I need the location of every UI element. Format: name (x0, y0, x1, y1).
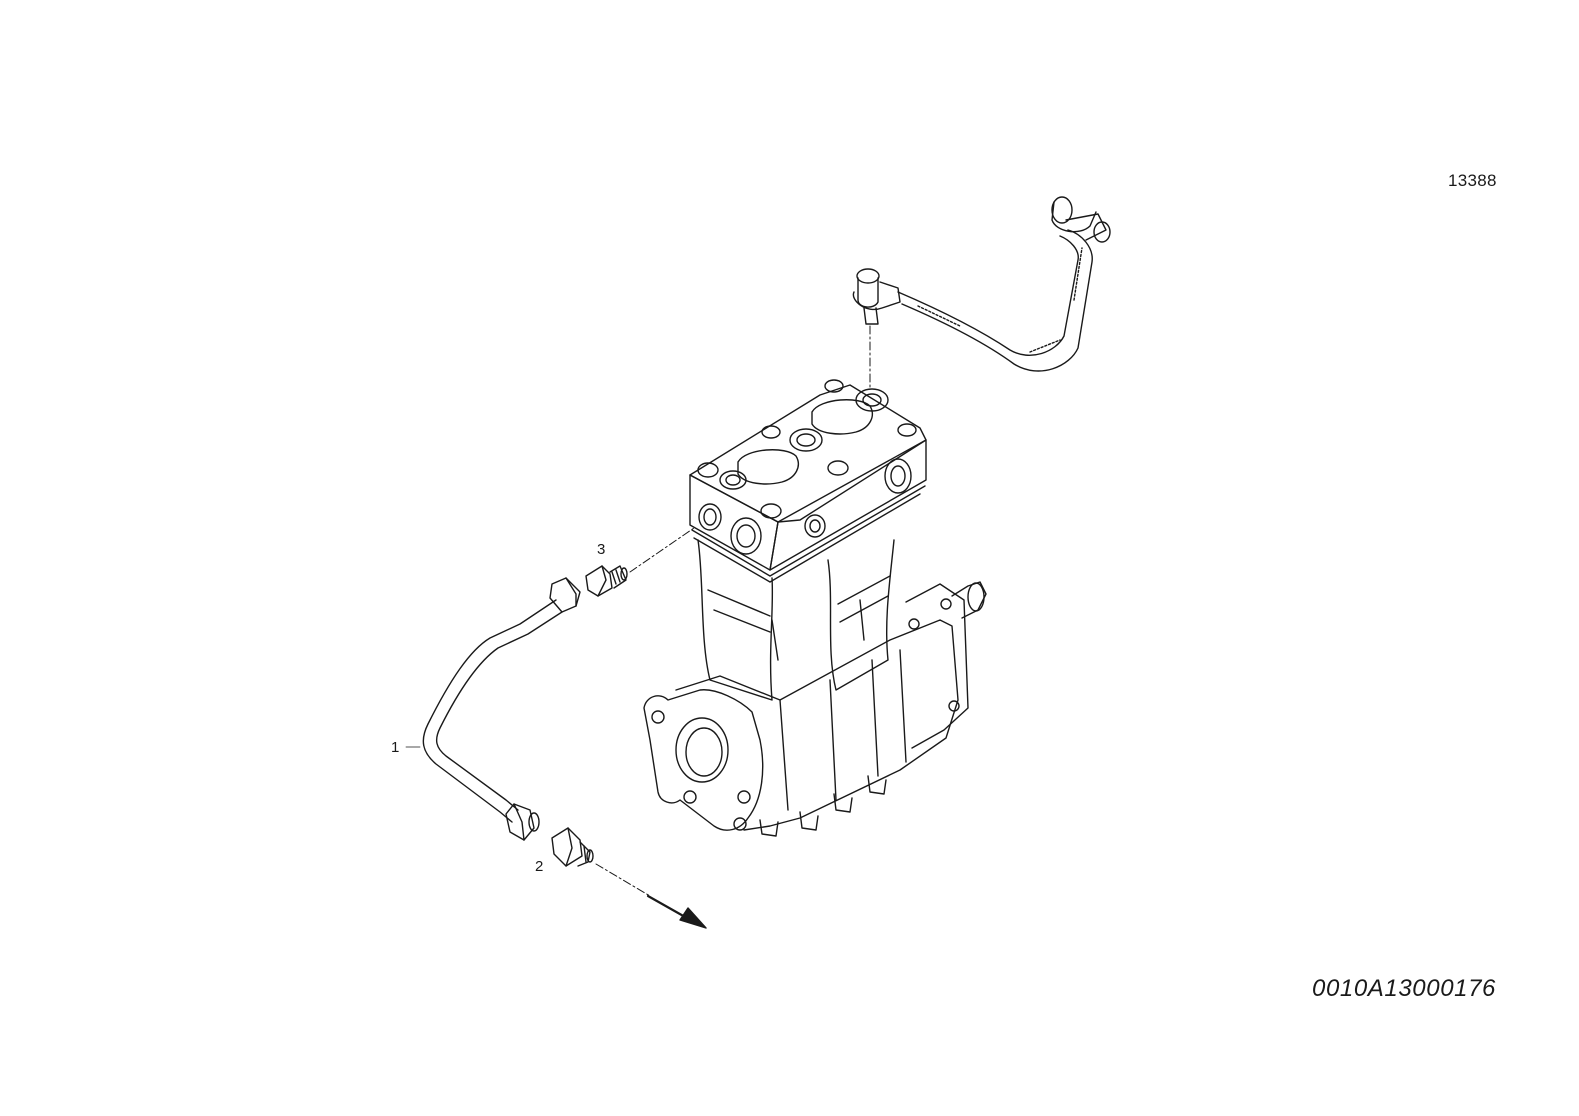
valve-cover-pad (738, 450, 798, 484)
pipe-part-1 (423, 578, 580, 840)
drive-shaft (952, 582, 986, 618)
leader-line-part-3 (630, 528, 694, 572)
valve-cover-pad (812, 400, 872, 434)
callout-2: 2 (535, 858, 544, 875)
leader-line-part-2 (596, 864, 650, 896)
lower-pipe (423, 600, 556, 822)
fitting-part-2 (552, 828, 593, 866)
fitting-part-3 (586, 566, 627, 596)
direction-arrow (648, 896, 706, 928)
banjo-fitting (858, 278, 878, 307)
head-port (790, 429, 822, 451)
head-bolt (698, 463, 718, 477)
outlet-port (699, 504, 721, 530)
outlet-port (731, 518, 761, 554)
cylinder-left (698, 540, 772, 700)
elbow-fitting (1052, 202, 1096, 232)
cylinder-head-side (770, 440, 926, 570)
union-nut-bottom (506, 804, 534, 840)
callout-1: 1 (391, 739, 400, 756)
air-compressor (644, 380, 986, 836)
intake-bore (676, 718, 728, 782)
upper-pipe-assembly (853, 197, 1110, 371)
callout-3: 3 (597, 541, 606, 558)
reference-number: 13388 (1448, 171, 1497, 190)
cylinder-head-top (690, 385, 926, 522)
rear-flange (906, 584, 968, 748)
head-port (856, 389, 888, 411)
upper-pipe (898, 236, 1078, 355)
cylinder-right (828, 540, 894, 690)
head-gasket-line (692, 486, 925, 576)
drawing-id: 0010A13000176 (1312, 975, 1496, 1002)
crankcase (676, 620, 958, 830)
mounting-flange (644, 690, 763, 830)
